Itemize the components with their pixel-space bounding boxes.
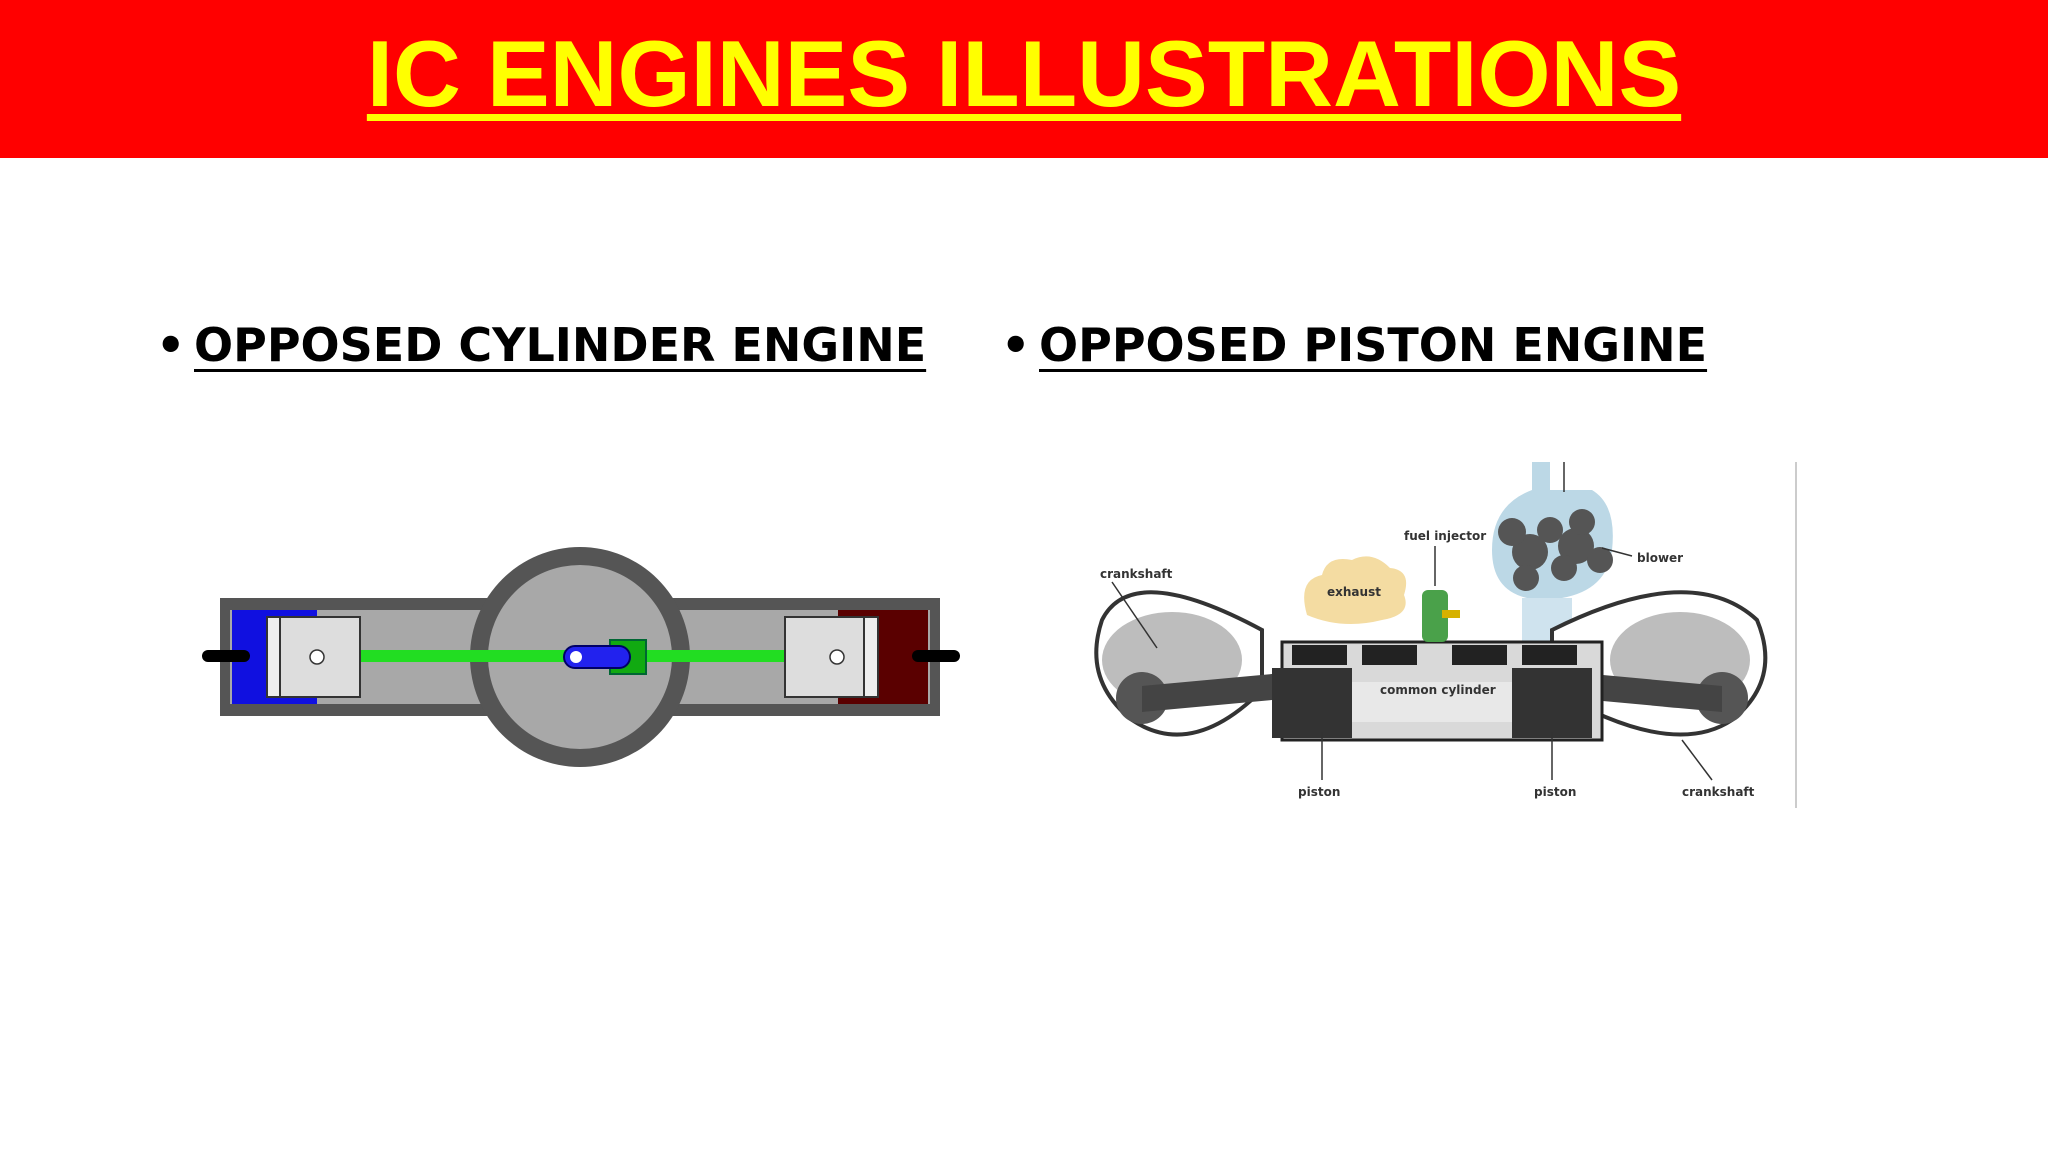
right-connecting-rod (605, 650, 805, 662)
label-exhaust: exhaust (1327, 585, 1381, 599)
label-piston-right: piston (1534, 785, 1576, 799)
label-crankshaft-right: crankshaft (1682, 785, 1755, 799)
left-piston-ring (266, 616, 282, 698)
left-piston (1272, 668, 1352, 738)
intake-port-mid (1452, 645, 1507, 665)
right-piston (784, 616, 866, 698)
combustion-chamber (1352, 682, 1512, 722)
left-connecting-rod (1142, 674, 1272, 712)
fuel-injector-nozzle (1442, 610, 1460, 618)
right-spark-plug (912, 650, 960, 662)
bullet-label: OPPOSED PISTON ENGINE (1039, 318, 1708, 372)
label-common-cylinder: common cylinder (1380, 683, 1496, 697)
opposed-cylinder-engine-svg (202, 547, 960, 767)
label-piston-left: piston (1298, 785, 1340, 799)
exhaust-port-mid (1362, 645, 1417, 665)
intake-port-right (1522, 645, 1577, 665)
exhaust-port-left (1292, 645, 1347, 665)
bullet-opposed-piston: •OPPOSED PISTON ENGINE (1001, 310, 1707, 380)
crank-pin (570, 651, 582, 663)
right-connecting-rod (1592, 674, 1722, 712)
blower-rotors (1498, 509, 1613, 591)
label-crankshaft-left: crankshaft (1100, 567, 1173, 581)
page-title: IC ENGINES ILLUSTRATIONS (366, 21, 1682, 126)
bullet-marker: • (1001, 318, 1031, 372)
title-banner (0, 0, 2048, 158)
opposed-piston-engine-svg: fuel injector blower crankshaft exhaust … (1094, 462, 1797, 808)
exhaust-cloud (1304, 556, 1407, 624)
bullet-marker: • (156, 318, 186, 372)
label-fuel-injector: fuel injector (1404, 529, 1486, 543)
bullet-label: OPPOSED CYLINDER ENGINE (194, 318, 927, 372)
bullet-opposed-cylinder: •OPPOSED CYLINDER ENGINE (156, 310, 926, 380)
opposed-piston-engine-diagram: fuel injector blower crankshaft exhaust … (1072, 460, 1802, 810)
left-connecting-rod (360, 650, 600, 662)
leader-lines (1111, 462, 1713, 781)
left-piston-pin (309, 649, 325, 665)
right-piston-ring (863, 616, 879, 698)
fuel-injector (1422, 590, 1448, 642)
label-blower: blower (1637, 551, 1683, 565)
left-spark-plug (202, 650, 250, 662)
right-piston-pin (829, 649, 845, 665)
opposed-cylinder-engine-diagram (190, 520, 970, 790)
crank-arm (563, 645, 631, 669)
right-piston (1512, 668, 1592, 738)
